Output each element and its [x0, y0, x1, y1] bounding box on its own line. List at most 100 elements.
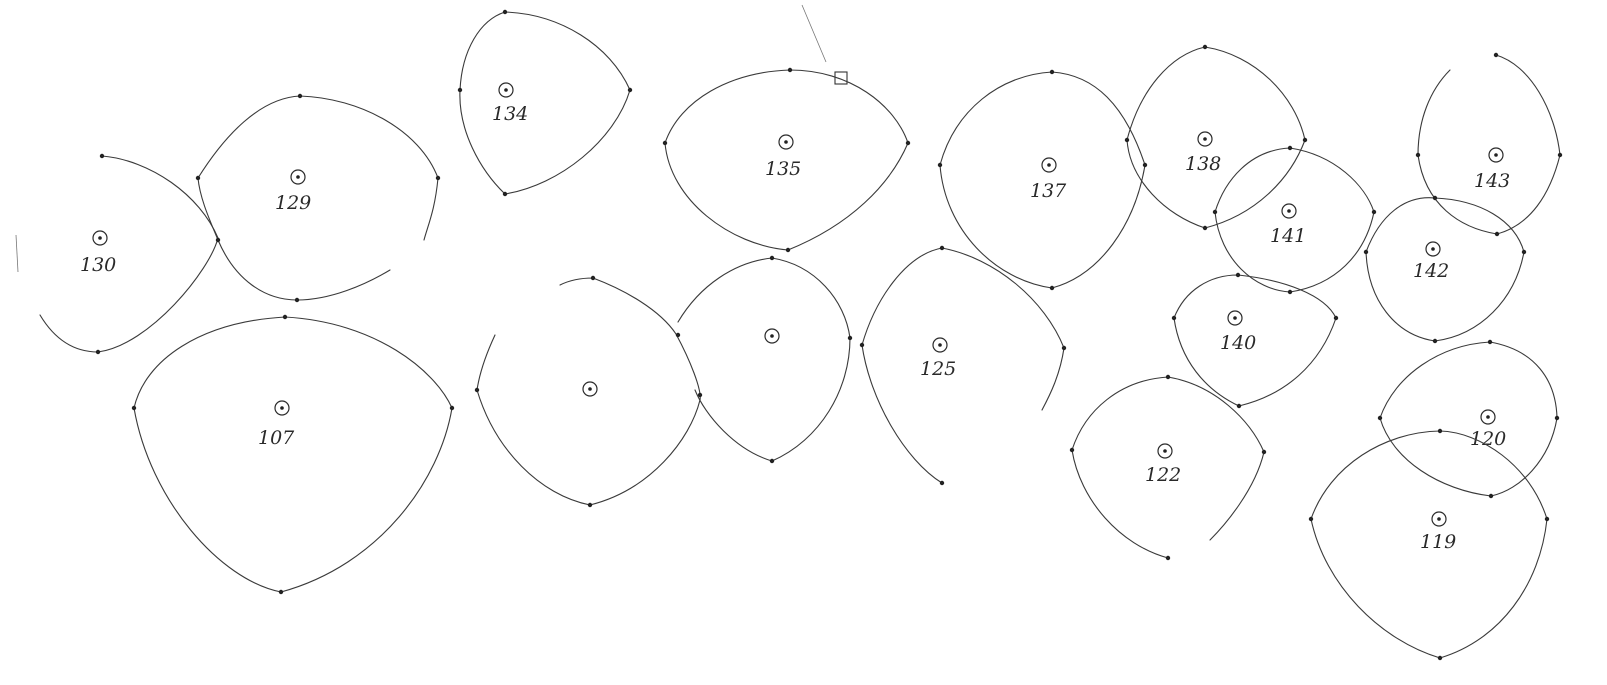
vertex-dot	[1287, 289, 1293, 295]
square-marker	[834, 71, 848, 85]
center-marker-icon	[92, 230, 108, 246]
center-marker-icon	[1480, 409, 1496, 425]
vertex-dot	[1165, 555, 1171, 561]
cell-outline	[1379, 341, 1558, 497]
vertex-dot	[1521, 249, 1527, 255]
center-marker-icon	[1157, 443, 1173, 459]
center-dot	[504, 88, 508, 92]
vertex-dot	[1235, 272, 1241, 278]
cell-unlabelled-b	[675, 255, 853, 464]
vertex-dot	[95, 349, 101, 355]
center-marker-icon	[1227, 310, 1243, 326]
vertex-dot	[627, 87, 633, 93]
cell-outline	[133, 316, 453, 593]
center-marker-icon	[1197, 131, 1213, 147]
cell-label: 134	[492, 103, 528, 125]
vertex-dot	[1557, 152, 1563, 158]
vertex-dot	[1049, 285, 1055, 291]
center-dot	[1203, 137, 1207, 141]
cell-119: 119	[1308, 428, 1550, 661]
vertex-dot	[1049, 69, 1055, 75]
vertex-dot	[1261, 449, 1267, 455]
vertex-dot	[1544, 516, 1550, 522]
vertex-dot	[1333, 315, 1339, 321]
center-dot	[1494, 153, 1498, 157]
vertex-dot	[785, 247, 791, 253]
center-dot	[1163, 449, 1167, 453]
vertex-dot	[905, 140, 911, 146]
cell-143: 143	[1415, 52, 1563, 237]
vertex-dot	[1554, 415, 1560, 421]
cell-label: 107	[258, 427, 295, 449]
vertex-dot	[282, 314, 288, 320]
cell-outline	[677, 257, 851, 462]
cell-label: 142	[1413, 260, 1449, 282]
center-dot	[1233, 316, 1237, 320]
vertex-dot	[1377, 415, 1383, 421]
vertex-dot	[474, 387, 480, 393]
cell-label: 125	[920, 358, 956, 380]
cell-134: 134	[457, 9, 633, 197]
stray-pencil-line	[801, 4, 827, 63]
vertex-dot	[1415, 152, 1421, 158]
center-marker-icon	[1281, 203, 1297, 219]
cell-outline	[476, 277, 701, 506]
stray-tick	[15, 234, 19, 273]
cell-142: 142	[1363, 195, 1527, 344]
cell-outline	[1126, 46, 1306, 229]
vertex-dot	[1487, 339, 1493, 345]
center-dot	[770, 334, 774, 338]
cell-135: 135	[662, 67, 911, 253]
vertex-dot	[769, 255, 775, 261]
vertex-dot	[859, 342, 865, 348]
center-dot	[1287, 209, 1291, 213]
vertex-dot	[1432, 195, 1438, 201]
cell-120: 120	[1377, 339, 1560, 499]
vertex-dot	[297, 93, 303, 99]
vertex-dot	[939, 480, 945, 486]
vertex-dot	[937, 162, 943, 168]
cell-outline	[1310, 430, 1548, 659]
center-marker-icon	[290, 169, 306, 185]
center-dot	[1047, 163, 1051, 167]
center-marker-icon	[582, 381, 598, 397]
center-dot	[280, 406, 284, 410]
vertex-dot	[502, 9, 508, 15]
vertex-dot	[502, 191, 508, 197]
vertex-dot	[1236, 403, 1242, 409]
cell-outline	[1071, 376, 1265, 559]
cell-125: 125	[859, 245, 1067, 486]
center-dot	[98, 236, 102, 240]
cell-label: 119	[1420, 531, 1456, 553]
center-marker-icon	[1488, 147, 1504, 163]
center-marker-icon	[1431, 511, 1447, 527]
vertex-dot	[1212, 209, 1218, 215]
vertex-dot	[675, 332, 681, 338]
cell-outline	[39, 155, 219, 353]
center-dot	[588, 387, 592, 391]
cell-outline	[1417, 54, 1561, 235]
vertex-dot	[457, 87, 463, 93]
cell-138: 138	[1124, 44, 1308, 231]
cell-140: 140	[1171, 272, 1339, 409]
center-dot	[938, 343, 942, 347]
center-dot	[1431, 247, 1435, 251]
vertex-dot	[278, 589, 284, 595]
cell-label: 129	[275, 192, 311, 214]
vertex-dot	[1202, 225, 1208, 231]
cell-label: 130	[80, 254, 116, 276]
center-dot	[1437, 517, 1441, 521]
cell-label: 135	[765, 158, 801, 180]
vertex-dot	[587, 502, 593, 508]
center-dot	[1486, 415, 1490, 419]
vertex-dot	[1363, 249, 1369, 255]
vertex-dot	[1308, 516, 1314, 522]
cell-129: 129	[195, 93, 441, 303]
vertex-dot	[1142, 162, 1148, 168]
cell-label: 143	[1474, 170, 1510, 192]
center-dot	[296, 175, 300, 179]
vertex-dot	[847, 335, 853, 341]
vertex-dot	[195, 175, 201, 181]
center-marker-icon	[1425, 241, 1441, 257]
